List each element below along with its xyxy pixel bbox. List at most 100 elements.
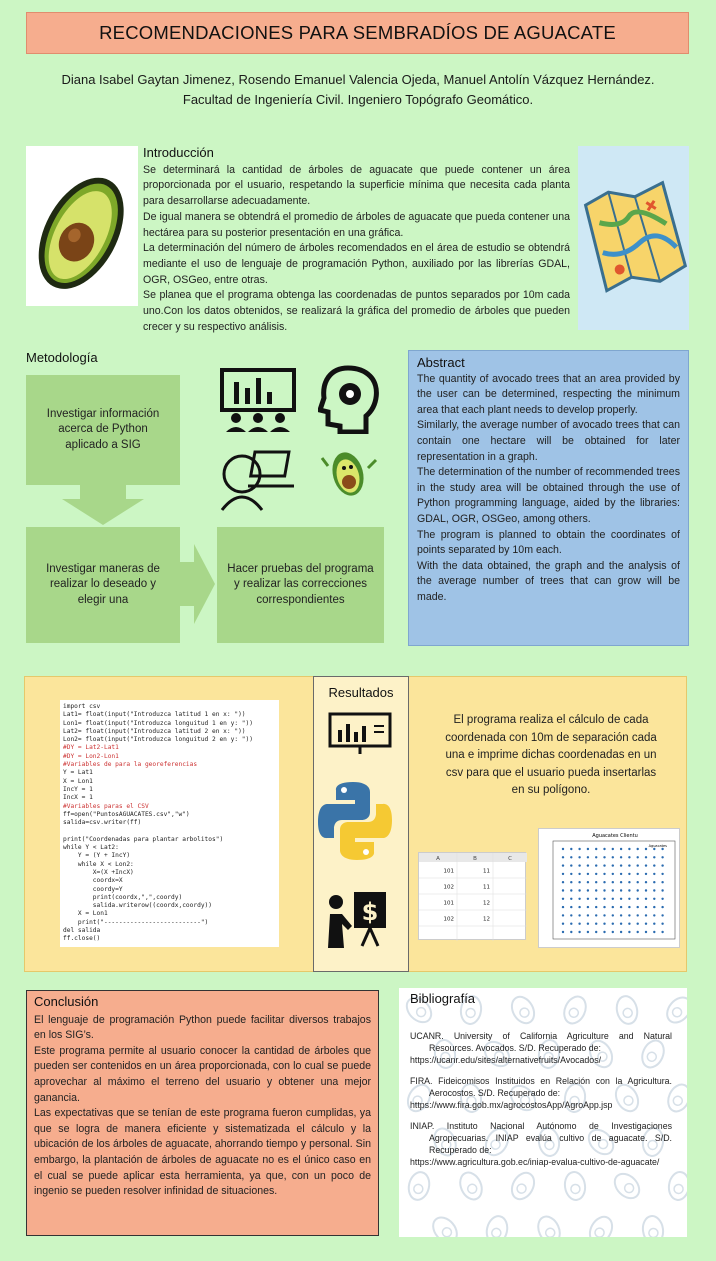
plot-point [586,922,590,925]
method-step-2: Investigar maneras de realizar lo desead… [26,527,180,643]
code-line: ff.close() [63,935,101,943]
authors-names: Diana Isabel Gaytan Jimenez, Rosendo Ema… [61,72,655,87]
plot-point [636,905,639,909]
authors-block: Diana Isabel Gaytan Jimenez, Rosendo Ema… [20,70,696,110]
plot-point [578,905,581,909]
plot-point [611,856,614,859]
title-banner: RECOMENDACIONES PARA SEMBRADÍOS DE AGUAC… [26,12,689,54]
code-line: X = Lon1 [63,777,93,785]
plot-point [561,889,565,892]
intro-paragraph-1: Se determinará la cantidad de árboles de… [143,163,570,208]
plot-point [661,897,664,900]
plot-point [636,864,639,867]
plot-point [570,856,573,859]
abstract-paragraph-3: The determination of the number of recom… [417,466,680,525]
plot-point [586,914,590,917]
plot-point [561,847,565,851]
plot-point [570,881,573,884]
plot-point [636,897,639,900]
avocado-watermark-icon [667,1083,687,1113]
bibliography-background [399,988,687,1237]
methodology-heading: Metodología [26,350,98,365]
avocado-pattern [405,995,687,1237]
bib-url-1[interactable]: https://ucanr.edu/sites/alternativefruit… [410,1055,602,1065]
avocado-watermark-icon [615,995,639,1025]
code-line: ff=open("PuntosAGUACATES.csv","w") [63,810,190,818]
plot-point [603,930,606,934]
conclusion-section: Conclusión El lenguaje de programación P… [26,990,379,1236]
bib-url-3[interactable]: https://www.agricultura.gob.ec/iniap-eva… [410,1157,660,1167]
plot-point [619,914,623,917]
plot-point [661,889,664,892]
conclusion-paragraph-2: Este programa permite al usuario conocer… [34,1044,371,1104]
plot-point [586,864,590,867]
plot-point [570,914,573,917]
plot-point [570,864,573,867]
avocado-watermark-icon [563,1171,587,1201]
plot-point [570,897,573,900]
plot-point [636,856,639,859]
plot-point [628,914,631,917]
avocado-watermark-icon [510,1171,536,1201]
plot-point [578,930,581,934]
plot-point [628,889,631,892]
plot-point [570,922,573,925]
plot-point [661,856,664,859]
plot-point [570,847,573,851]
conclusion-paragraph-1: El lenguaje de programación Python puede… [34,1013,371,1042]
plot-point [578,914,581,917]
plot-point [644,914,648,917]
method-step-3: Hacer pruebas del programa y realizar la… [217,527,384,643]
abstract-paragraph-4: The program is planned to obtain the coo… [417,528,680,557]
plot-point [611,922,614,925]
table-header-cell: B [473,856,477,862]
code-line: while X < Lon2: [63,860,134,868]
table-cell: 101 [444,900,455,906]
plot-point [628,847,631,851]
plot-point [661,847,664,851]
plot-point [653,856,656,859]
python-logo-icon [318,782,392,860]
money-presentation-icon: $ [328,892,386,948]
plot-point [611,914,614,917]
plot-point [578,872,581,876]
bibliography-section: Bibliografía UCANR. University of Califo… [410,992,672,1177]
plot-point [619,905,623,909]
plot-point [619,864,623,867]
abstract-section: Abstract The quantity of avocado trees t… [408,350,689,646]
plot-point [586,856,590,859]
plot-point [653,897,656,900]
conclusion-paragraph-3: Las expectativas que se tenían de este p… [34,1107,371,1198]
avocado-watermark-icon [563,1083,587,1113]
bib-url-2[interactable]: https://www.fira.gob.mx/agrocostosApp/Ag… [410,1100,613,1110]
conclusion-heading: Conclusión [34,994,99,1009]
avocado-watermark-icon [641,1127,665,1157]
code-line: print(coordx,",",coordy) [63,893,183,901]
plot-point [628,897,631,900]
plot-point [611,864,614,867]
computer-user-icon [220,450,294,511]
code-line: #Variables paras el CSV [63,802,149,810]
plot-point [561,856,565,859]
plot-point [578,881,581,884]
plot-point [644,889,648,892]
table-cell: 12 [483,900,490,906]
plot-point [628,872,631,876]
plot-point [653,864,656,867]
avocado-watermark-icon [433,1039,457,1069]
code-line: Lat2= float(input("Introduzca latitud 2 … [63,727,246,735]
plot-point [661,930,664,934]
plot-point [586,847,590,851]
plot-point [644,864,648,867]
intro-heading: Introducción [143,145,214,160]
table-header-cell: A [436,856,440,862]
plot-point [578,856,581,859]
plot-point [644,930,648,934]
plot-point [611,905,614,909]
code-line: while Y < Lat2: [63,844,119,852]
plot-point [636,922,639,925]
avocado-watermark-icon [537,1127,561,1157]
table-cell: 102 [444,916,455,922]
plot-point [661,864,664,867]
plot-point [603,881,606,884]
